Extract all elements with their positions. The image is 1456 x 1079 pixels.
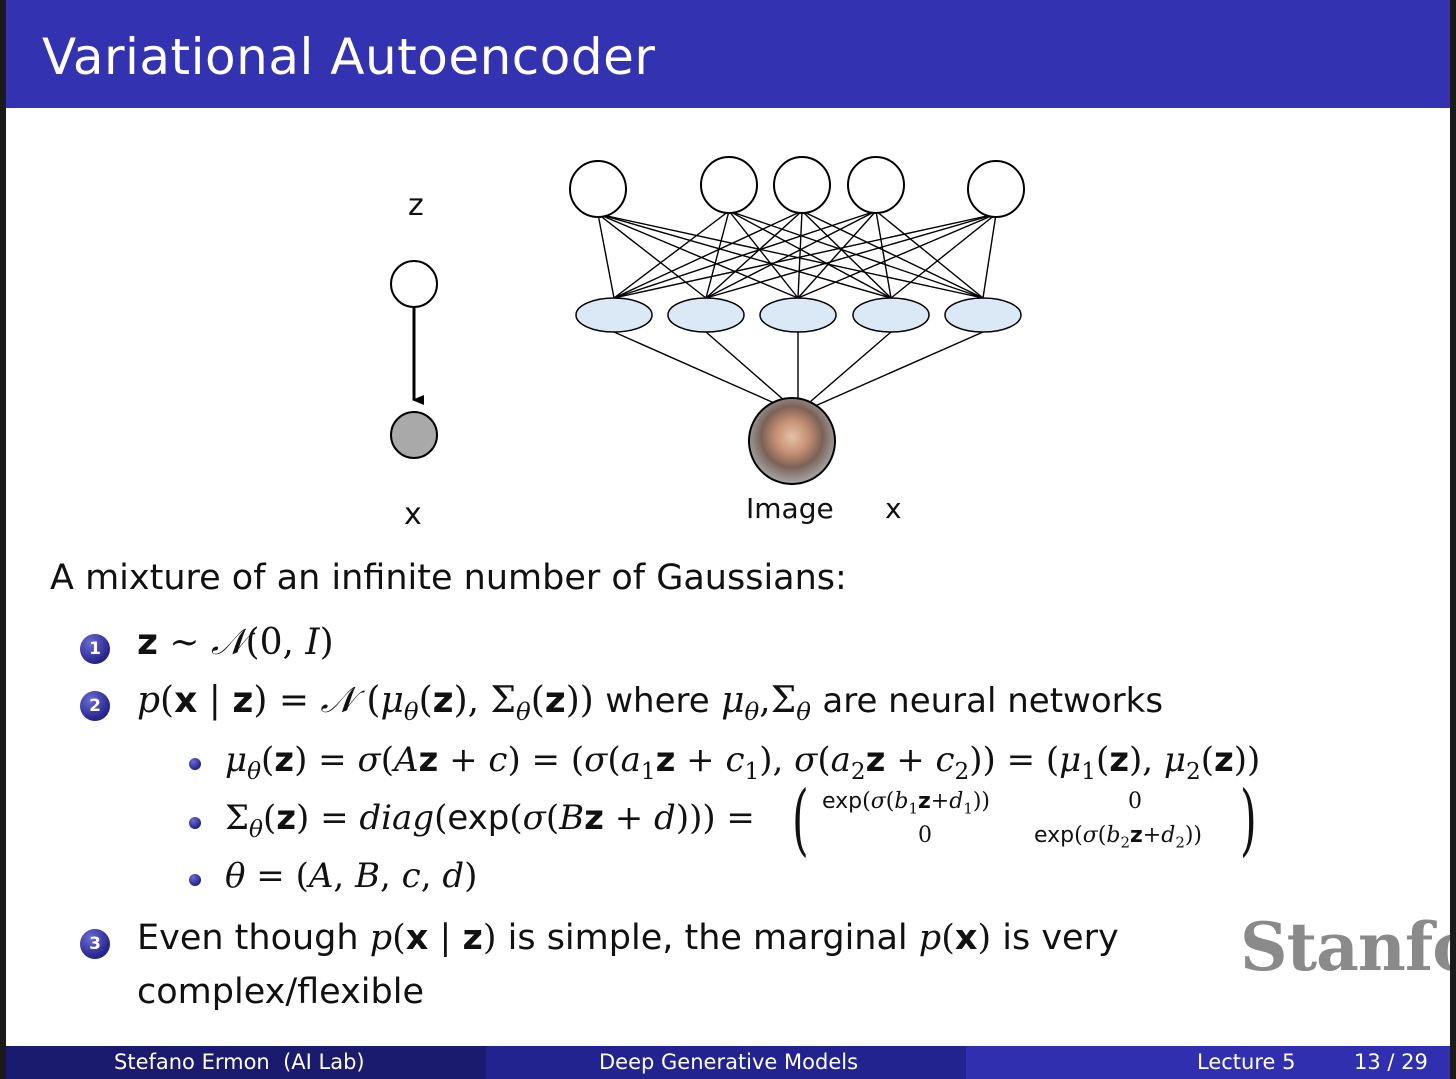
network-edges-bottom	[613, 331, 984, 411]
footer-middle: Deep Generative Models	[486, 1046, 966, 1079]
item-3-line-1: Even though p(x | z) is simple, the marg…	[137, 918, 1119, 958]
network-edge	[597, 213, 984, 299]
network-edge	[613, 210, 877, 299]
image-node	[748, 397, 836, 485]
vae-diagram: z x Image x	[390, 156, 1025, 532]
item-2-tail: are neural networks	[822, 681, 1164, 721]
enum-bullet-1: 1	[80, 634, 110, 664]
footer-left: Stefano Ermon (AI Lab)	[6, 1046, 486, 1079]
matrix-right-paren: )	[1240, 775, 1257, 865]
hidden-unit	[575, 297, 653, 333]
z-node	[390, 260, 438, 308]
item-2-where: where	[605, 681, 710, 721]
network-edge	[875, 210, 892, 299]
enum-bullet-2: 2	[80, 691, 110, 721]
network-edge	[705, 213, 997, 299]
hidden-unit	[667, 297, 745, 333]
latent-node	[700, 156, 758, 214]
sub-bullet	[189, 817, 201, 829]
network-edge	[597, 213, 615, 299]
footer-author: Stefano Ermon (AI Lab)	[114, 1050, 365, 1074]
network-edge	[613, 210, 730, 299]
stanford-watermark: Stanfor	[1240, 908, 1450, 986]
network-edge	[597, 213, 799, 299]
covariance-matrix: ( ) exp(σ(b1z+d1)) 0 0 exp(σ(b2z+d2))	[792, 775, 1262, 865]
item-2-formula: p(x | z) = 𝒩 (μθ(z), Σθ(z)) where μθ,Σθ …	[137, 680, 1164, 727]
matrix-cell-22: exp(σ(b2z+d2))	[1034, 823, 1202, 852]
enum-bullet-3: 3	[80, 929, 110, 959]
exp-word: exp	[447, 798, 510, 838]
hidden-unit	[852, 297, 930, 333]
subitem-theta: θ = (A, B, c, d)	[225, 856, 478, 896]
latent-node	[967, 160, 1025, 218]
sub-bullet	[189, 758, 201, 770]
network-edge	[597, 213, 892, 299]
network-edge	[797, 210, 803, 299]
network-edge	[597, 213, 707, 299]
z-label: z	[408, 188, 424, 223]
subitem-sigma: Σθ(z) = diag(exp(σ(Bz + d))) =	[225, 798, 755, 843]
subitem-mu: μθ(z) = σ(Az + c) = (σ(a1z + c1), σ(a2z …	[225, 740, 1261, 785]
network-edge	[797, 213, 997, 299]
matrix-left-paren: (	[792, 775, 809, 865]
network-edge	[875, 210, 984, 299]
footer-right: Lecture 5 13 / 29	[966, 1046, 1450, 1079]
footer-course: Deep Generative Models	[599, 1050, 859, 1074]
diag-word: diag	[359, 798, 435, 838]
footer-page: 13 / 29	[1354, 1050, 1428, 1074]
footer-lecture: Lecture 5	[1197, 1050, 1296, 1074]
sub-bullet	[189, 874, 201, 886]
matrix-cell-21: 0	[918, 823, 932, 848]
image-label: Image	[746, 492, 834, 525]
network-edge	[890, 213, 997, 299]
network-edge	[705, 210, 730, 299]
item-3-line-2: complex/flexible	[137, 972, 424, 1012]
network-edge	[705, 210, 877, 299]
network-edge	[982, 213, 997, 299]
network-edge	[613, 210, 803, 299]
footer: Stefano Ermon (AI Lab) Deep Generative M…	[6, 1046, 1450, 1079]
network-edges-top	[597, 210, 997, 299]
network-edge	[797, 210, 877, 299]
network-edge	[613, 213, 997, 299]
matrix-cell-12: 0	[1128, 789, 1142, 814]
network-edge	[801, 210, 892, 299]
title-bar: Variational Autoencoder	[6, 0, 1450, 108]
hidden-unit	[944, 297, 1022, 333]
image-x-label: x	[885, 492, 902, 525]
matrix-cell-11: exp(σ(b1z+d1))	[822, 789, 990, 818]
hidden-unit	[759, 297, 837, 333]
x-node	[390, 411, 438, 459]
network-edge	[728, 210, 799, 299]
latent-node	[847, 156, 905, 214]
latent-node	[773, 156, 831, 214]
latent-node	[569, 160, 627, 218]
slide: Variational Autoencoder z x	[6, 0, 1450, 1079]
item-1-formula: z ∼ 𝒩(0, I)	[137, 622, 334, 663]
network-edge	[705, 210, 803, 299]
slide-title: Variational Autoencoder	[42, 28, 656, 86]
intro-text: A mixture of an infinite number of Gauss…	[50, 558, 847, 598]
x-label: x	[404, 497, 422, 532]
